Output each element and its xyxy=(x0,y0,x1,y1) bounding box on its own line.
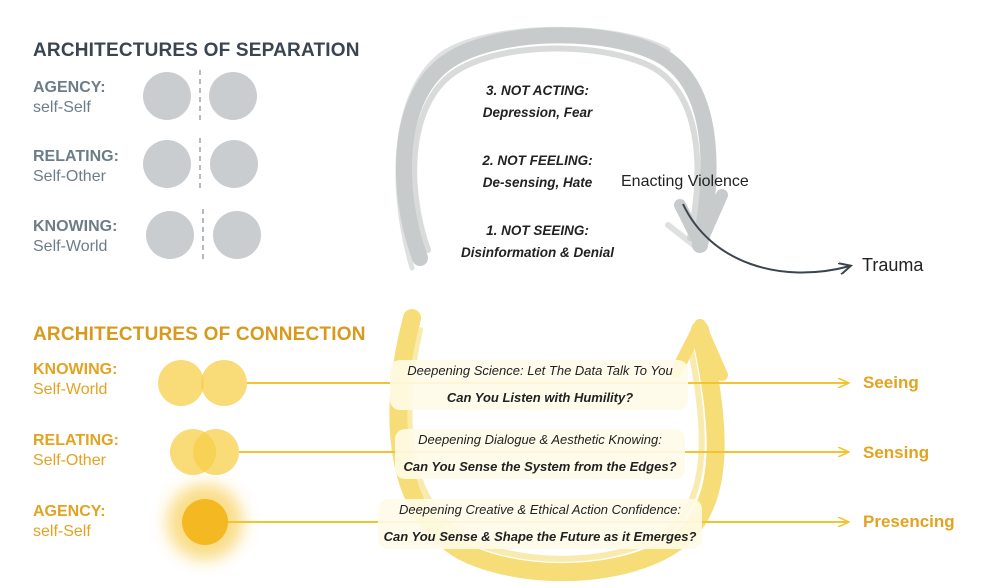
text-halos xyxy=(455,80,620,266)
row-sub: Self-Other xyxy=(33,452,106,469)
knowing-circle-left xyxy=(158,360,204,406)
separation-dividers xyxy=(199,70,204,263)
connection-title: ARCHITECTURES OF CONNECTION xyxy=(33,324,366,345)
row-sub: self-Self xyxy=(33,523,91,540)
row-sub: self-Self xyxy=(33,99,91,116)
row-label: AGENCY: xyxy=(33,79,106,96)
relating-practice: Deepening Dialogue & Aesthetic Knowing: xyxy=(418,432,662,447)
stage-title: 1. NOT SEEING: xyxy=(486,223,589,238)
knowing-practice: Deepening Science: Let The Data Talk To … xyxy=(407,363,673,378)
gray-brush-loop xyxy=(395,26,728,271)
row-sub: Self-World xyxy=(33,238,108,255)
separation-circles xyxy=(143,72,261,259)
row-label: RELATING: xyxy=(33,148,119,165)
row-label: RELATING: xyxy=(33,432,119,449)
connection-row-agency: AGENCY: self-Self xyxy=(33,502,106,542)
separation-title: ARCHITECTURES OF SEPARATION xyxy=(33,40,360,61)
connection-row-relating: RELATING: Self-Other xyxy=(33,431,119,471)
connection-row-knowing: KNOWING: Self-World xyxy=(33,360,117,400)
relating-circle-left xyxy=(143,140,191,188)
separation-row-relating: RELATING: Self-Other xyxy=(33,147,119,187)
stage-not-seeing: 1. NOT SEEING: Disinformation & Denial xyxy=(440,220,635,264)
row-label: KNOWING: xyxy=(33,361,118,378)
stage-desc: Disinformation & Denial xyxy=(460,245,614,260)
trauma-label: Trauma xyxy=(862,255,924,275)
knowing-circle-right xyxy=(213,211,261,259)
relating-circle-right xyxy=(210,140,258,188)
enacting-violence-label: Enacting Violence xyxy=(621,173,749,190)
knowing-question: Can You Listen with Humility? xyxy=(446,390,634,405)
stage-not-feeling: 2. NOT FEELING: De-sensing, Hate xyxy=(455,150,620,194)
row-sub: Self-World xyxy=(33,381,108,398)
stage-not-acting: 3. NOT ACTING: Depression, Fear xyxy=(455,80,620,124)
stage-desc: De-sensing, Hate xyxy=(482,175,593,190)
trauma-arrow xyxy=(682,203,850,273)
stage-desc: Depression, Fear xyxy=(482,105,593,120)
stage-title: 2. NOT FEELING: xyxy=(482,153,593,168)
row-sub: Self-Other xyxy=(33,168,106,185)
outcome-presencing: Presencing xyxy=(863,512,955,531)
connection-circles xyxy=(158,360,247,560)
agency-circle-right xyxy=(209,72,257,120)
separation-row-knowing: KNOWING: Self-World xyxy=(33,217,117,257)
relating-circle-right xyxy=(193,429,239,475)
relating-question: Can You Sense the System from the Edges? xyxy=(403,459,677,474)
knowing-circle-right xyxy=(201,360,247,406)
agency-practice: Deepening Creative & Ethical Action Conf… xyxy=(398,502,682,517)
connection-halos xyxy=(378,360,702,549)
outcome-sensing: Sensing xyxy=(863,443,930,462)
outcome-seeing: Seeing xyxy=(863,373,919,392)
agency-circle-left xyxy=(143,72,191,120)
row-label: KNOWING: xyxy=(33,218,118,235)
agency-question: Can You Sense & Shape the Future as it E… xyxy=(383,529,697,544)
agency-circle xyxy=(182,499,228,545)
knowing-circle-left xyxy=(146,211,194,259)
stage-title: 3. NOT ACTING: xyxy=(486,83,589,98)
separation-row-agency: AGENCY: self-Self xyxy=(33,78,106,118)
row-label: AGENCY: xyxy=(33,503,106,520)
